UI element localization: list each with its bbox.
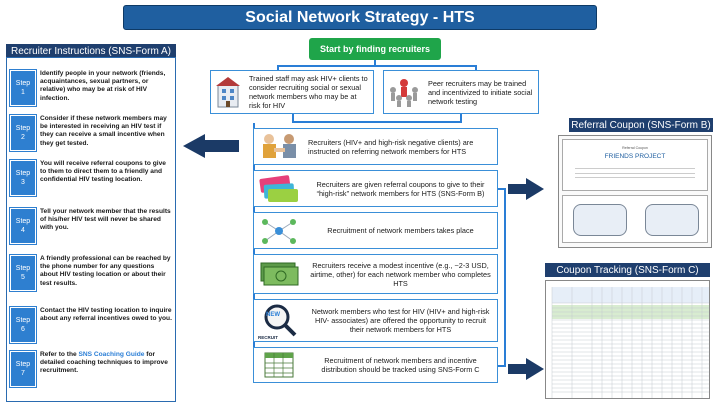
- handshake-icon: [254, 129, 304, 164]
- flow-text: Network members who test for HIV (HIV+ a…: [311, 307, 490, 334]
- flow-step-incentive: Recruiters receive a modest incentive (e…: [253, 254, 498, 294]
- flow-text: Recruiters receive a modest incentive (e…: [310, 260, 491, 288]
- branch-text: Trained staff may ask HIV+ clients to co…: [249, 74, 368, 110]
- sns-coaching-guide-link[interactable]: SNS Coaching Guide: [78, 351, 145, 358]
- flow-step-recruitment: Recruitment of network members takes pla…: [253, 212, 498, 249]
- connector: [498, 365, 506, 367]
- new-recruit-icon: NEW RECRUIT: [254, 301, 304, 341]
- connector: [460, 114, 462, 122]
- flow-text: Recruitment of network members and incen…: [321, 356, 480, 374]
- step-text: Consider if these network members may be…: [40, 115, 167, 147]
- connector: [292, 121, 462, 123]
- tracking-sheet-thumbnail: [546, 281, 709, 398]
- flow-text: Recruitment of network members takes pla…: [327, 226, 474, 235]
- network-icon: [254, 213, 304, 248]
- flow-text: Recruiters are given referral coupons to…: [316, 179, 485, 198]
- arrow-right-icon: [508, 358, 544, 380]
- step-text: Refer to the SNS Coaching Guide for deta…: [40, 351, 168, 375]
- spreadsheet-icon: [254, 348, 304, 382]
- flow-step-coupons: Recruiters are given referral coupons to…: [253, 170, 498, 207]
- recruiter-instructions-header: Recruiter Instructions (SNS-Form A): [6, 44, 176, 58]
- arrow-left-icon: [183, 134, 239, 158]
- arrow-right-icon: [508, 178, 544, 200]
- step-text: Contact the HIV testing location to inqu…: [40, 307, 172, 323]
- step-text: Tell your network member that the result…: [40, 208, 171, 232]
- step-text: You will receive referral coupons to giv…: [40, 160, 166, 184]
- flow-trunk: [253, 123, 255, 383]
- connector: [498, 188, 506, 190]
- referral-coupon-preview: Referral Coupon FRIENDS PROJECT: [558, 135, 712, 248]
- coupon-heading: FRIENDS PROJECT: [604, 153, 666, 160]
- connector: [374, 60, 376, 66]
- flow-step-tracking: Recruitment of network members and incen…: [253, 347, 498, 383]
- clinic-icon: [211, 72, 245, 112]
- connector: [504, 188, 506, 367]
- step-text: Identify people in your network (friends…: [40, 70, 166, 102]
- recruit-label: RECRUIT: [258, 334, 278, 340]
- coupon-tracking-preview: [545, 280, 710, 399]
- step-text: A friendly professional can be reached b…: [40, 255, 171, 287]
- coupon-tracking-header: Coupon Tracking (SNS-Form C): [545, 263, 710, 277]
- flow-step-instructed: Recruiters (HIV+ and high-risk negative …: [253, 128, 498, 165]
- connector: [475, 65, 477, 70]
- start-box: Start by finding recruiters: [309, 38, 441, 60]
- coupon-subheading: Referral Coupon: [622, 146, 648, 150]
- coupons-icon: [254, 171, 304, 206]
- connector: [277, 65, 279, 70]
- flow-step-network-recruit: NEW RECRUIT Network members who test for…: [253, 299, 498, 342]
- new-badge: NEW: [266, 311, 280, 318]
- page-title: Social Network Strategy - HTS: [123, 5, 597, 30]
- flow-text: Recruiters (HIV+ and high-risk negative …: [308, 137, 474, 156]
- branch-staff: Trained staff may ask HIV+ clients to co…: [210, 70, 374, 114]
- referral-coupon-header: Referral Coupon (SNS-Form B): [569, 118, 713, 132]
- money-icon: [254, 255, 304, 293]
- connector: [292, 114, 294, 122]
- people-network-icon: [384, 72, 424, 112]
- branch-peer: Peer recruiters may be trained and incen…: [383, 70, 539, 114]
- branch-text: Peer recruiters may be trained and incen…: [428, 78, 533, 106]
- connector: [277, 65, 477, 67]
